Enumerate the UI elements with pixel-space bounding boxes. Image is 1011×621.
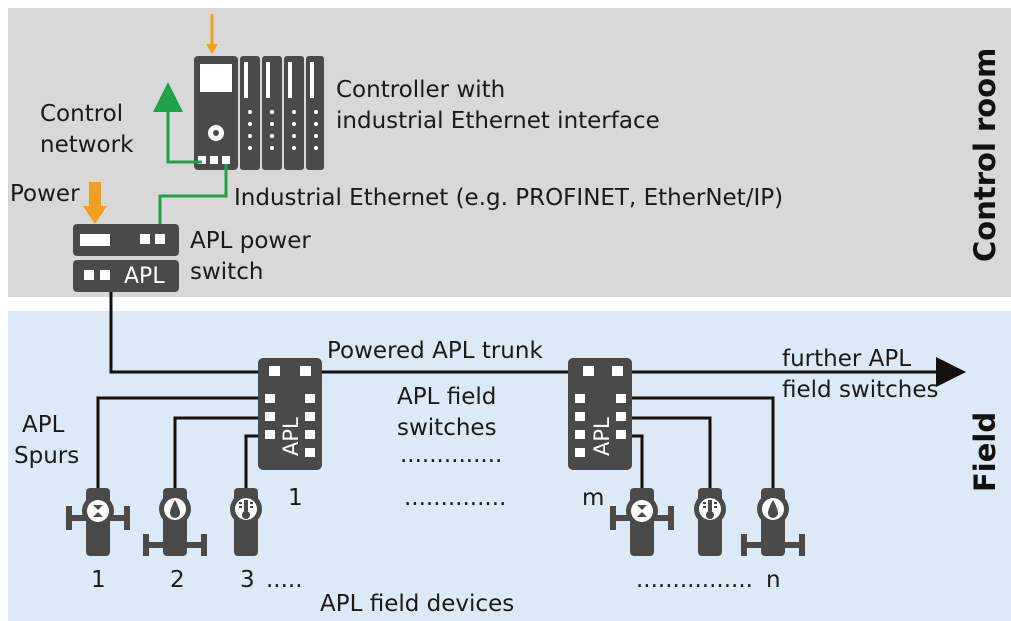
flow-meter-device-m1 <box>610 488 674 556</box>
control-network-label-2: network <box>40 132 134 158</box>
industrial-ethernet-label: Industrial Ethernet (e.g. PROFINET, Ethe… <box>234 185 783 211</box>
field-switch-m-badge: APL <box>590 417 614 456</box>
field-switch-1-badge: APL <box>279 417 303 456</box>
field-switch-1-number: 1 <box>288 485 303 511</box>
field-switches-dots-2: .............. <box>404 485 506 511</box>
power-arrow <box>83 182 107 224</box>
spur-m-2 <box>620 416 712 488</box>
spurs-label-2: Spurs <box>14 443 79 469</box>
controller-power-arrow <box>206 14 218 54</box>
field-switch-1 <box>258 358 322 470</box>
apl-power-switch <box>73 224 179 292</box>
spur-1 <box>96 396 268 488</box>
device-number-3: 3 <box>240 567 255 593</box>
control-network-line <box>153 82 202 164</box>
field-switch-m <box>568 358 632 470</box>
controller-device <box>194 56 324 170</box>
temperature-device-m2 <box>694 488 726 556</box>
apl-trunk-line <box>109 292 600 374</box>
apl-power-switch-label-2: switch <box>190 259 263 285</box>
field-switches-label-1: APL field <box>397 384 496 410</box>
spurs-label-1: APL <box>22 412 65 438</box>
further-label-1: further APL <box>782 346 911 372</box>
apl-power-switch-label-1: APL power <box>190 228 311 254</box>
control-network-label-1: Control <box>40 101 123 127</box>
field-switches-label-2: switches <box>397 415 497 441</box>
flow-meter-device-1 <box>66 488 130 556</box>
apl-power-switch-badge: APL <box>124 264 165 289</box>
temperature-device-3 <box>230 488 262 556</box>
level-device-2 <box>143 488 207 556</box>
trunk-label: Powered APL trunk <box>327 338 543 364</box>
controller-label-1: Controller with <box>336 77 505 103</box>
level-device-n <box>741 488 805 556</box>
device-number-1: 1 <box>91 567 106 593</box>
device-number-2: 2 <box>170 567 185 593</box>
industrial-ethernet-line <box>158 164 228 230</box>
field-label: Field <box>968 412 1002 492</box>
field-switch-m-number: m <box>582 485 604 511</box>
device-dots-n: ................ <box>636 567 753 593</box>
device-dots-3: ..... <box>266 567 303 593</box>
controller-label-2: industrial Ethernet interface <box>336 108 660 134</box>
further-label-2: field switches <box>782 377 939 403</box>
field-devices-label: APL field devices <box>320 591 514 617</box>
control-room-label: Control room <box>968 48 1002 262</box>
device-number-n: n <box>766 567 781 593</box>
spur-2 <box>173 416 268 488</box>
power-label: Power <box>10 181 80 207</box>
field-switches-dots-1: .............. <box>400 442 502 468</box>
spur-m-3 <box>620 396 775 488</box>
